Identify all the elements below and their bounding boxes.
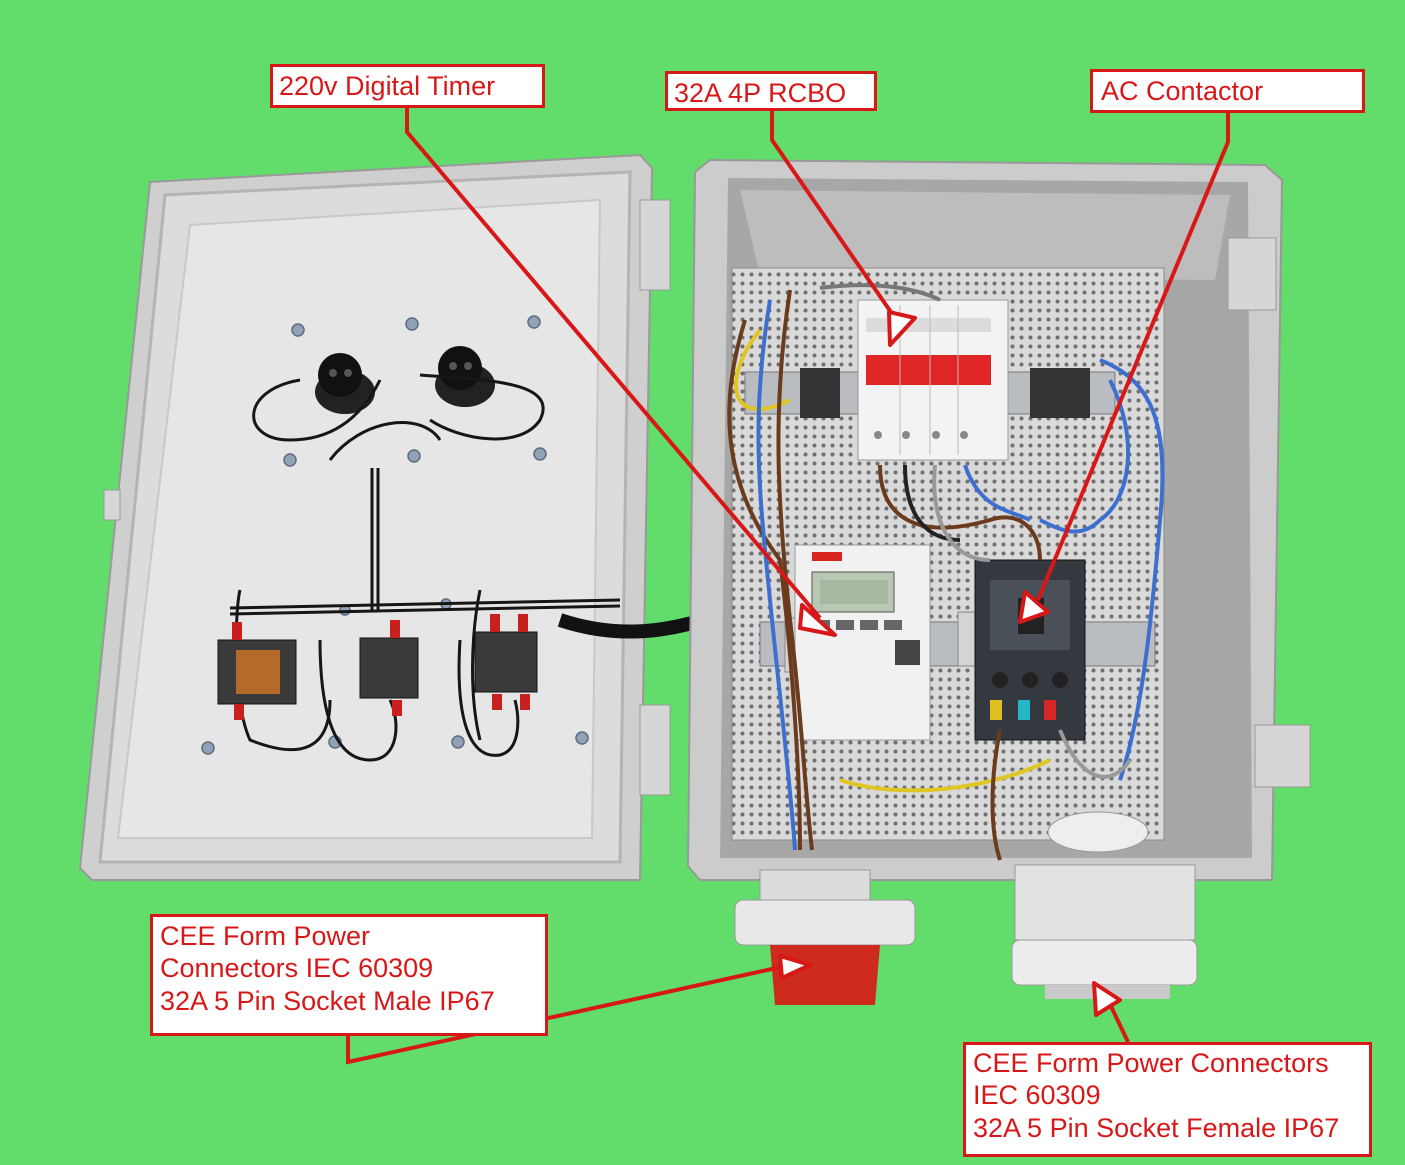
callout-rcbo: 32A 4P RCBO [665,71,877,111]
callout-leaders [346,108,1230,1065]
callout-female-line1: CEE Form Power Connectors [973,1048,1329,1078]
callout-rcbo-label: 32A 4P RCBO [674,78,847,108]
callout-ac-contactor: AC Contactor [1090,69,1365,113]
enclosure-lid [78,153,763,881]
arrowhead-male [778,954,812,980]
lid-screws [201,315,589,755]
leader-male [346,963,791,1065]
callout-female-socket: CEE Form Power Connectors IEC 60309 32A … [963,1042,1372,1157]
male-socket-body [734,869,916,1005]
callout-male-line1: CEE Form Power [160,921,371,951]
panel-connectors [315,346,495,414]
arrowhead-contactor [1018,590,1050,624]
rcbo-breaker [857,299,1009,461]
callout-female-line3: 32A 5 Pin Socket Female IP67 [973,1112,1340,1143]
arrowhead-timer [798,603,837,637]
leader-rcbo [770,111,897,320]
callout-ac-contactor-label: AC Contactor [1101,76,1264,106]
callout-male-line3: 32A 5 Pin Socket Male IP67 [160,985,495,1016]
callout-female-line2: IEC 60309 [973,1080,1101,1111]
enclosure-body [686,158,1311,1005]
lid-terminal-blocks [217,614,538,720]
leader-contactor [1036,113,1230,601]
callout-male-line2: Connectors IEC 60309 [160,953,434,984]
callout-digital-timer-label: 220v Digital Timer [279,71,496,101]
callout-digital-timer: 220v Digital Timer [270,64,545,108]
arrowhead-rcbo [887,310,917,347]
arrowhead-female [1092,981,1122,1017]
female-socket-body [1011,811,1198,999]
callout-arrowheads [778,310,1122,1017]
callout-male-socket: CEE Form Power Connectors IEC 60309 32A … [150,914,548,1036]
lid-wiring [229,373,621,762]
leader-timer [405,108,822,620]
digital-timer [794,544,931,741]
internal-wiring [727,283,1165,861]
ac-contactor [974,559,1086,741]
